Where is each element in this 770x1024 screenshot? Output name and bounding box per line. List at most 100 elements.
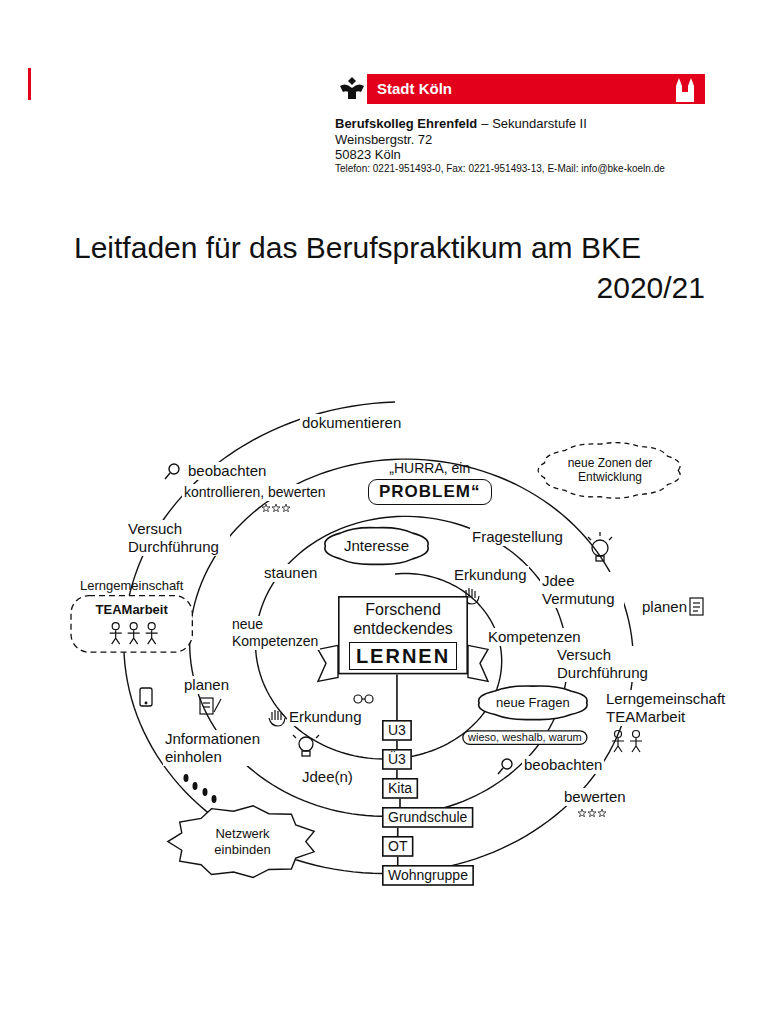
lightbulb-icon	[599, 532, 600, 536]
cathedral-icon	[676, 78, 694, 102]
tablet-icon	[140, 688, 152, 706]
setting-box: Ü3	[382, 749, 412, 770]
node-text: Netzwerk einbinden	[200, 826, 285, 857]
glasses-icon	[354, 695, 362, 703]
spiral-word: beobachten	[186, 462, 268, 480]
setting-box: Wohngruppe	[382, 865, 474, 886]
city-crest	[348, 77, 356, 85]
magnifier-icon	[165, 464, 179, 479]
footprints	[212, 795, 217, 803]
tablet-icon	[145, 702, 147, 704]
glasses-icon	[354, 695, 373, 703]
rating-stars	[598, 809, 606, 817]
rating-stars	[262, 504, 270, 512]
node-text: Grundschule	[388, 809, 467, 826]
spiral-word: Kompetenzen	[486, 628, 583, 646]
thought-cloud: neue Zonen der Entwicklung	[548, 450, 672, 491]
spiral-word: Fragestellung	[470, 528, 565, 546]
spiral-word: kontrollieren, bewerten	[182, 484, 328, 501]
node-text: wieso, weshalb, warum	[468, 731, 582, 744]
network-burst: Netzwerk einbinden	[186, 818, 299, 865]
node-text: „HURRA, ein	[368, 460, 492, 477]
school-level: – Sekundarstufe II	[481, 116, 587, 132]
connector-line	[396, 741, 398, 749]
team-figures	[612, 731, 642, 753]
spiral-word: Versuch Durchführung	[555, 646, 659, 682]
spiral-word: Erkundung	[287, 708, 364, 726]
node-text: neue Zonen der Entwicklung	[560, 456, 660, 485]
rating-stars	[282, 504, 290, 512]
footprints	[203, 788, 208, 796]
interest-cloud: Jnteresse	[330, 532, 423, 560]
notepad-icon	[203, 706, 210, 707]
node-text: OT	[388, 838, 407, 855]
tablet-icon	[140, 688, 152, 706]
node-text: neue Fragen	[496, 695, 570, 711]
lightbulb-icon	[609, 537, 612, 540]
node-text: U3	[388, 722, 406, 739]
magnifier-icon	[498, 759, 512, 774]
question-cloud: neue Fragenwieso, weshalb, warum	[484, 690, 582, 716]
glasses-icon	[365, 695, 373, 703]
footprints	[193, 782, 198, 790]
notepad-icon	[200, 698, 213, 714]
connector-line	[399, 799, 401, 807]
connector-line	[397, 857, 399, 865]
spiral-word: Versuch Durchführung	[126, 520, 230, 556]
team-figures	[630, 738, 642, 752]
notepad-icon	[693, 610, 698, 611]
notepad-icon	[690, 598, 703, 615]
question-box: wieso, weshalb, warum	[462, 730, 588, 745]
setting-box: U3	[382, 720, 412, 741]
lightbulb-icon	[588, 537, 591, 540]
spiral-word: planen	[182, 676, 231, 694]
street-address: Weinsbergstr. 72	[335, 132, 432, 148]
notepad-icon	[693, 602, 700, 603]
school-year: 2020/21	[597, 270, 705, 306]
connector-line	[396, 674, 398, 720]
node-text: Wohngruppe	[388, 867, 468, 884]
setting-box: Grundschule	[382, 807, 473, 828]
node-text: Ü3	[388, 751, 406, 768]
logo-bar	[367, 74, 705, 104]
team-figures	[615, 731, 622, 738]
hand-icon	[269, 710, 285, 726]
cathedral-icon	[676, 78, 682, 102]
hand-icon	[269, 710, 285, 726]
cathedral-icon	[688, 78, 694, 102]
notepad-icon	[200, 698, 221, 714]
setting-box: Kita	[382, 778, 418, 799]
node-text: TEAMarbeit	[80, 602, 183, 618]
node-text: Jnteresse	[344, 537, 409, 555]
page-title: Leitfaden für das Berufspraktikum am BKE	[74, 230, 641, 266]
lightbulb-icon	[316, 735, 319, 738]
spiral-word: dokumentieren	[300, 414, 403, 432]
node-text: PROBLEM“	[368, 479, 492, 505]
node-text: LERNEN	[349, 642, 457, 670]
lightbulb-icon	[588, 532, 612, 561]
spiral-word: planen	[640, 598, 689, 616]
footprints	[184, 774, 217, 803]
rating-stars	[272, 504, 280, 512]
glasses-icon	[362, 698, 365, 699]
notepad-icon	[693, 606, 700, 607]
notepad-icon	[203, 702, 210, 703]
rating-stars	[578, 809, 606, 817]
spiral-word: neue Kompetenzen	[230, 616, 320, 650]
notepad-icon	[690, 598, 703, 615]
node-text: Lerngemeinschaft	[80, 578, 183, 594]
footprints	[184, 774, 189, 782]
team-figures	[612, 738, 624, 752]
spiral-word: Erkundung	[452, 566, 529, 584]
magnifier-icon	[169, 464, 179, 474]
magnifier-icon	[498, 768, 503, 774]
lightbulb-icon	[299, 737, 313, 751]
rating-stars	[262, 504, 290, 512]
lightbulb-icon	[293, 735, 296, 738]
lightbulb-icon	[592, 540, 608, 556]
connector-line	[396, 770, 398, 778]
school-name: Berufskolleg Ehrenfeld	[335, 116, 477, 132]
spiral-word: beobachten	[522, 756, 604, 774]
logo-text: Stadt Köln	[377, 80, 452, 98]
